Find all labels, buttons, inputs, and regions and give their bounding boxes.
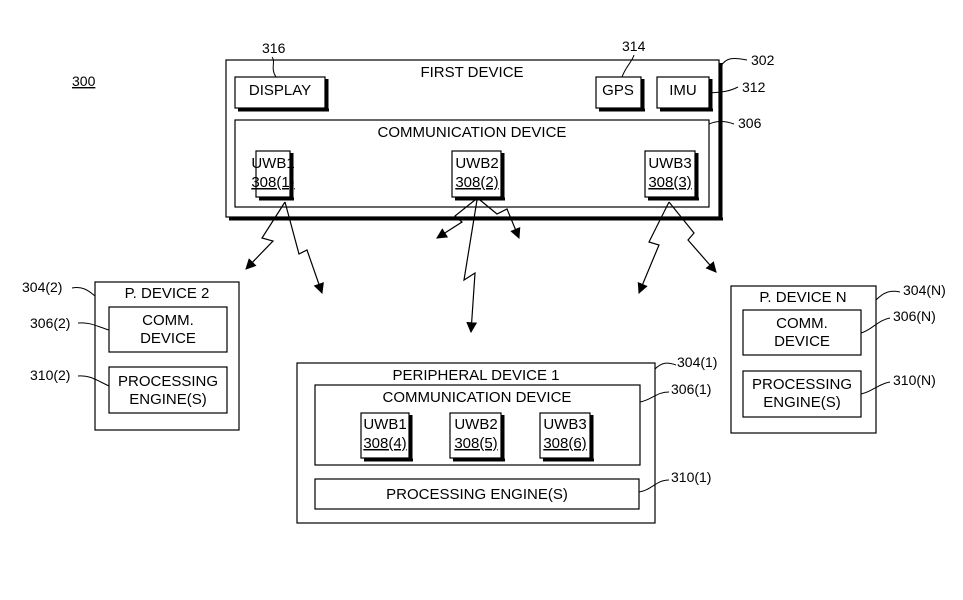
gps-box: GPS 314 (595, 38, 646, 112)
uwb-name: UWB1 (363, 416, 406, 433)
display-label: DISPLAY (249, 82, 311, 99)
uwb-name: UWB2 (454, 416, 497, 433)
first-comm-title: COMMUNICATION DEVICE (378, 124, 567, 141)
wireless-link-arrow (436, 199, 476, 239)
uwb-ref: 308(3) (648, 174, 691, 191)
first-comm-ref: 306 (738, 115, 762, 131)
peripheral-1-comm-title: COMMUNICATION DEVICE (383, 389, 572, 406)
peripheral-2-title: P. DEVICE 2 (125, 285, 210, 302)
uwb-module: UWB3 308(6) (539, 412, 594, 462)
uwb-ref: 308(1) (251, 174, 294, 191)
peripheral-2-comm-line2: DEVICE (140, 330, 196, 347)
peripheral-1-comm-ref: 306(1) (671, 381, 711, 397)
wireless-link-arrow (245, 201, 286, 270)
peripheral-2-processing-engine: PROCESSING ENGINE(S) 310(2) (30, 366, 228, 414)
imu-ref: 312 (742, 79, 766, 95)
wireless-link-arrow (284, 201, 324, 295)
imu-box: IMU 312 (656, 76, 766, 112)
uwb-ref: 308(6) (543, 435, 586, 452)
peripheral-n-engine-line2: ENGINE(S) (763, 394, 841, 411)
peripheral-n-processing-engine: PROCESSING ENGINE(S) 310(N) (742, 370, 936, 418)
figure-ref: 300 (72, 73, 96, 89)
uwb-name: UWB1 (251, 155, 294, 172)
first-device-title: FIRST DEVICE (420, 64, 523, 81)
peripheral-1-comm-device: COMMUNICATION DEVICE 306(1) UWB1 308(4) … (314, 381, 711, 466)
uwb-ref: 308(4) (363, 435, 406, 452)
imu-label: IMU (669, 82, 697, 99)
peripheral-2-comm-device: COMM. DEVICE 306(2) (30, 306, 228, 353)
peripheral-n-comm-device: COMM. DEVICE 306(N) (742, 308, 936, 356)
peripheral-n-comm-line1: COMM. (776, 315, 828, 332)
uwb-ref: 308(2) (455, 174, 498, 191)
peripheral-n-ref: 304(N) (903, 282, 946, 298)
uwb-name: UWB2 (455, 155, 498, 172)
uwb-module: UWB1 308(1) (251, 150, 295, 201)
uwb-module: UWB2 308(5) (449, 412, 505, 462)
uwb-module: UWB1 308(4) (360, 412, 413, 462)
peripheral-1-processing-engine: PROCESSING ENGINE(S) 310(1) (314, 469, 711, 510)
peripheral-2-engine-line2: ENGINE(S) (129, 391, 207, 408)
peripheral-2-comm-line1: COMM. (142, 312, 194, 329)
gps-label: GPS (602, 82, 634, 99)
peripheral-1-title: PERIPHERAL DEVICE 1 (393, 367, 560, 384)
wireless-link-arrow (463, 199, 478, 334)
peripheral-device-2: P. DEVICE 2 304(2) COMM. DEVICE 306(2) P… (22, 279, 240, 431)
wireless-link-arrow (637, 201, 670, 294)
first-comm-device: COMMUNICATION DEVICE 306 UWB1 308(1) UWB… (234, 115, 762, 208)
wireless-links (245, 199, 717, 334)
first-device-ref: 302 (751, 52, 775, 68)
peripheral-device-1: PERIPHERAL DEVICE 1 304(1) COMMUNICATION… (296, 354, 717, 524)
display-ref: 316 (262, 40, 286, 56)
peripheral-2-engine-ref: 310(2) (30, 367, 70, 383)
peripheral-n-comm-line2: DEVICE (774, 333, 830, 350)
display-box: DISPLAY 316 (234, 40, 329, 112)
peripheral-1-ref: 304(1) (677, 354, 717, 370)
wireless-link-arrow (668, 201, 717, 273)
peripheral-n-engine-line1: PROCESSING (752, 376, 852, 393)
first-device: FIRST DEVICE 302 DISPLAY 316 GPS 314 IMU (225, 38, 775, 221)
peripheral-1-engine-ref: 310(1) (671, 469, 711, 485)
gps-ref: 314 (622, 38, 646, 54)
uwb-name: UWB3 (543, 416, 586, 433)
peripheral-2-ref: 304(2) (22, 279, 62, 295)
uwb-module: UWB2 308(2) (451, 150, 505, 201)
peripheral-device-n: P. DEVICE N 304(N) COMM. DEVICE 306(N) P… (730, 282, 946, 434)
uwb-name: UWB3 (648, 155, 691, 172)
peripheral-n-comm-ref: 306(N) (893, 308, 936, 324)
peripheral-n-title: P. DEVICE N (759, 289, 846, 306)
wireless-link-arrow (479, 199, 521, 239)
peripheral-1-engine-label: PROCESSING ENGINE(S) (386, 486, 568, 503)
uwb-module: UWB3 308(3) (644, 150, 699, 201)
peripheral-n-engine-ref: 310(N) (893, 372, 936, 388)
peripheral-2-engine-line1: PROCESSING (118, 373, 218, 390)
peripheral-2-comm-ref: 306(2) (30, 315, 70, 331)
uwb-ref: 308(5) (454, 435, 497, 452)
